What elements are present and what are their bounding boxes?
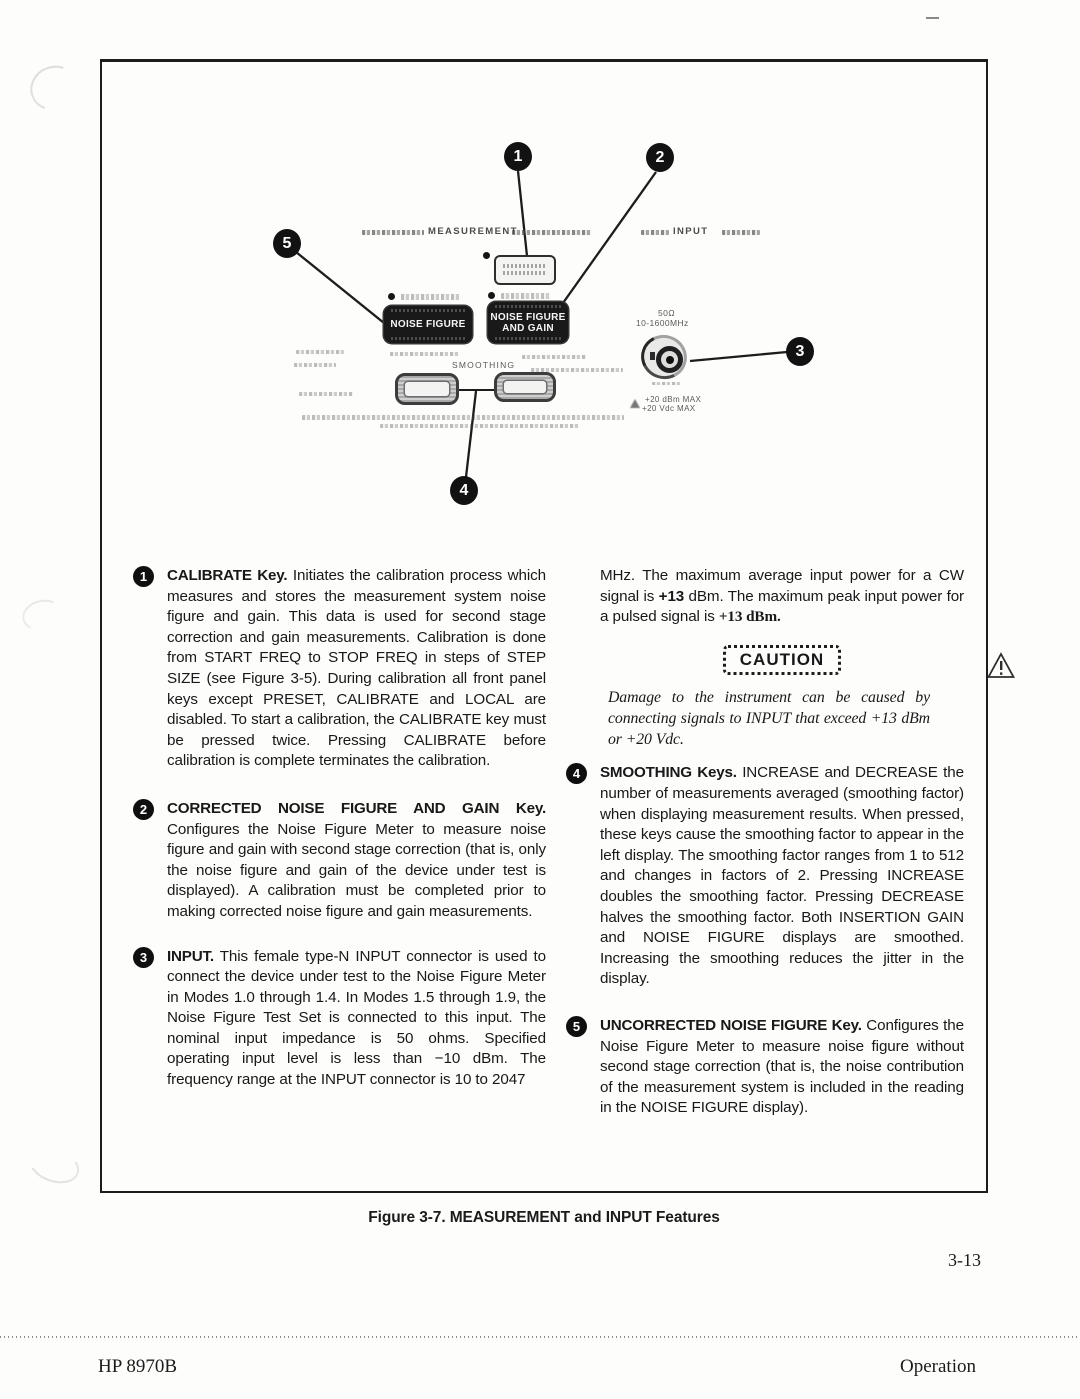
scan-artifact-dash (926, 17, 939, 19)
item-title: SMOOTHING Keys. (600, 764, 737, 782)
smoothing-increase-key[interactable] (494, 372, 556, 402)
panel-header-input: INPUT (673, 226, 709, 237)
feature-item-corrected-nf-gain: 2 CORRECTED NOISE FIGURE AND GAIN Key. C… (133, 798, 546, 923)
led-dot (388, 293, 395, 300)
led-dot (483, 252, 490, 259)
input-connector-nub (650, 352, 655, 360)
item-body: Configures the Noise Figure Meter to mea… (167, 820, 546, 920)
figure-frame (100, 59, 988, 1193)
callout-3: 3 (786, 337, 814, 366)
greeked-text (501, 293, 551, 299)
item-number-badge: 3 (133, 946, 154, 968)
callout-4: 4 (450, 476, 478, 505)
input-connector-pin (666, 356, 674, 364)
item-number-badge: 2 (133, 798, 154, 820)
greeked-text (299, 392, 353, 396)
footer-section: Operation (900, 1356, 976, 1377)
input-continuation-paragraph: MHz. The maximum average input power for… (600, 567, 964, 626)
item-number-badge: 1 (133, 566, 154, 587)
greeked-text (294, 363, 336, 367)
greeked-text (503, 271, 547, 275)
item-title: INPUT. (167, 947, 214, 965)
smoothing-decrease-key[interactable] (395, 373, 459, 405)
callout-5: 5 (273, 229, 301, 258)
greeked-text (512, 230, 592, 235)
page-number: 3-13 (948, 1250, 981, 1270)
connector-impedance-label: 50Ω (658, 308, 676, 318)
figure-caption: Figure 3-7. MEASUREMENT and INPUT Featur… (368, 1209, 720, 1226)
item-title: UNCORRECTED NOISE FIGURE Key. (600, 1016, 862, 1034)
callout-2: 2 (646, 143, 674, 172)
item-body: This female type-N INPUT connector is us… (167, 947, 546, 1089)
greeked-text (722, 230, 760, 235)
feature-item-calibrate: 1 CALIBRATE Key. Initiates the calibrati… (133, 566, 546, 772)
item-title: CORRECTED NOISE FIGURE AND GAIN Key. (167, 799, 546, 817)
connector-max-voltage-label: +20 Vdc MAX (642, 404, 696, 413)
warning-triangle-icon (987, 652, 1015, 678)
connector-range-label: 10-1600MHz (636, 318, 689, 328)
panel-header-measurement: MEASUREMENT (428, 226, 518, 237)
caution-text: Damage to the instrument can be caused b… (608, 689, 930, 749)
smoothing-label: SMOOTHING (452, 360, 516, 370)
scan-artifact (23, 1140, 85, 1190)
greeked-text (641, 230, 669, 235)
greeked-text (362, 230, 424, 235)
greeked-text (652, 382, 682, 385)
left-text-column: 1 CALIBRATE Key. Initiates the calibrati… (133, 566, 546, 1091)
corrected-noise-figure-gain-key[interactable]: NOISE FIGURE AND GAIN (488, 302, 568, 343)
right-text-column: MHz. The maximum average input power for… (566, 566, 964, 1119)
feature-item-uncorrected-nf: 5 UNCORRECTED NOISE FIGURE Key. Configur… (566, 1015, 964, 1119)
greeked-text (531, 368, 623, 372)
uncorrected-noise-figure-key[interactable]: NOISE FIGURE (384, 306, 472, 343)
greeked-text (401, 294, 461, 300)
connector-max-power-label: +20 dBm MAX (645, 395, 702, 404)
item-body: Configures the Noise Figure Meter to mea… (600, 1016, 964, 1117)
greeked-text (302, 415, 624, 420)
scan-artifact (18, 595, 66, 635)
scan-artifact (23, 58, 85, 118)
caution-stamp: CAUTION (722, 644, 842, 676)
greeked-text (503, 264, 547, 268)
calibrate-key[interactable] (494, 255, 556, 285)
greeked-text (296, 350, 344, 354)
greeked-text (380, 424, 580, 428)
greeked-text (390, 352, 460, 356)
feature-item-input: 3 INPUT. This female type-N INPUT connec… (133, 946, 546, 1091)
caution-stamp-wrap: CAUTION (600, 644, 964, 676)
item-number-badge: 5 (566, 1015, 587, 1037)
item-body: Initiates the calibration process which … (167, 567, 546, 770)
footer-rule (0, 1336, 1080, 1338)
callout-1: 1 (504, 142, 532, 171)
feature-item-smoothing: 4 SMOOTHING Keys. INCREASE and DECREASE … (566, 763, 964, 990)
item-number-badge: 4 (566, 763, 587, 785)
item-title: CALIBRATE Key. (167, 567, 288, 584)
led-dot (488, 292, 495, 299)
small-warning-triangle-icon (630, 399, 640, 408)
item-body: INCREASE and DECREASE the number of meas… (600, 764, 964, 988)
greeked-text (522, 355, 586, 359)
footer-model: HP 8970B (98, 1356, 178, 1377)
